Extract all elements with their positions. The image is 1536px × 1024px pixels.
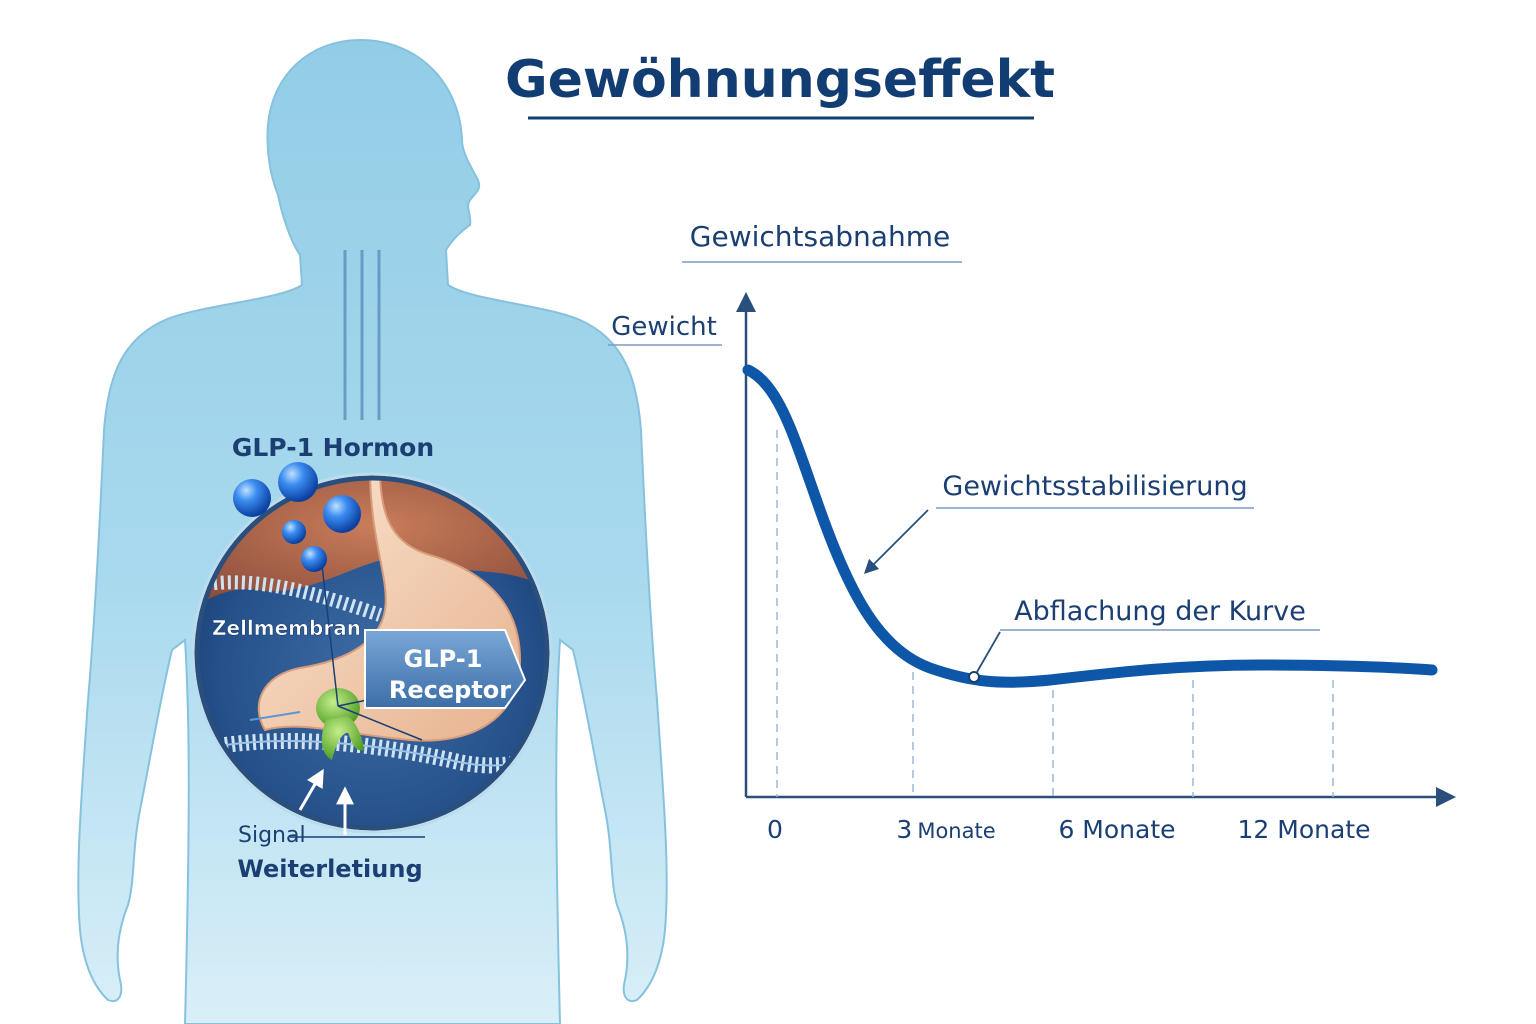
receptor-tag [364,629,527,709]
x-tick-6: 6 Monate [1058,815,1175,844]
x-axis-arrow [1436,787,1456,807]
membrane-label: Zellmembran [212,616,361,640]
page-title: Gewöhnungseffekt [505,50,1055,110]
x-tick-12: 12 Monate [1238,815,1371,844]
x-tick-0: 0 [767,815,783,844]
signal-label-line1: Signal [238,823,306,848]
receptor-label-line2: Receptor [389,676,511,704]
flattening-pointer [976,631,1001,673]
hormone-spheres [233,462,361,572]
magnified-view [191,472,553,834]
chart-heading: Gewichtsabnahme [690,220,950,253]
receptor-icon [316,688,364,760]
blue-sphere-icon [278,462,318,502]
y-axis-label: Gewicht [611,312,717,342]
receptor-label-line1: GLP-1 [404,645,483,673]
curve-marker [968,671,980,683]
x-tick-3: 3 Monate [896,815,995,844]
hormone-label: GLP-1 Hormon [232,433,434,462]
blue-sphere-icon [301,546,327,572]
y-axis-arrow [736,292,756,312]
stabilization-pointer [863,509,929,575]
weight-curve [742,364,1438,688]
blue-sphere-icon [233,479,271,517]
signal-arrows [290,768,425,838]
signal-label-line2: Weiterletiung [237,855,422,883]
annotation-flattening: Abflachung der Kurve [1014,596,1306,627]
blue-sphere-icon [282,520,306,544]
chart: Gewichtsabnahme Gewicht Gewichtsstabilis… [608,220,1456,844]
blue-sphere-icon [323,495,361,533]
annotation-stabilization: Gewichtsstabilisierung [942,471,1247,502]
